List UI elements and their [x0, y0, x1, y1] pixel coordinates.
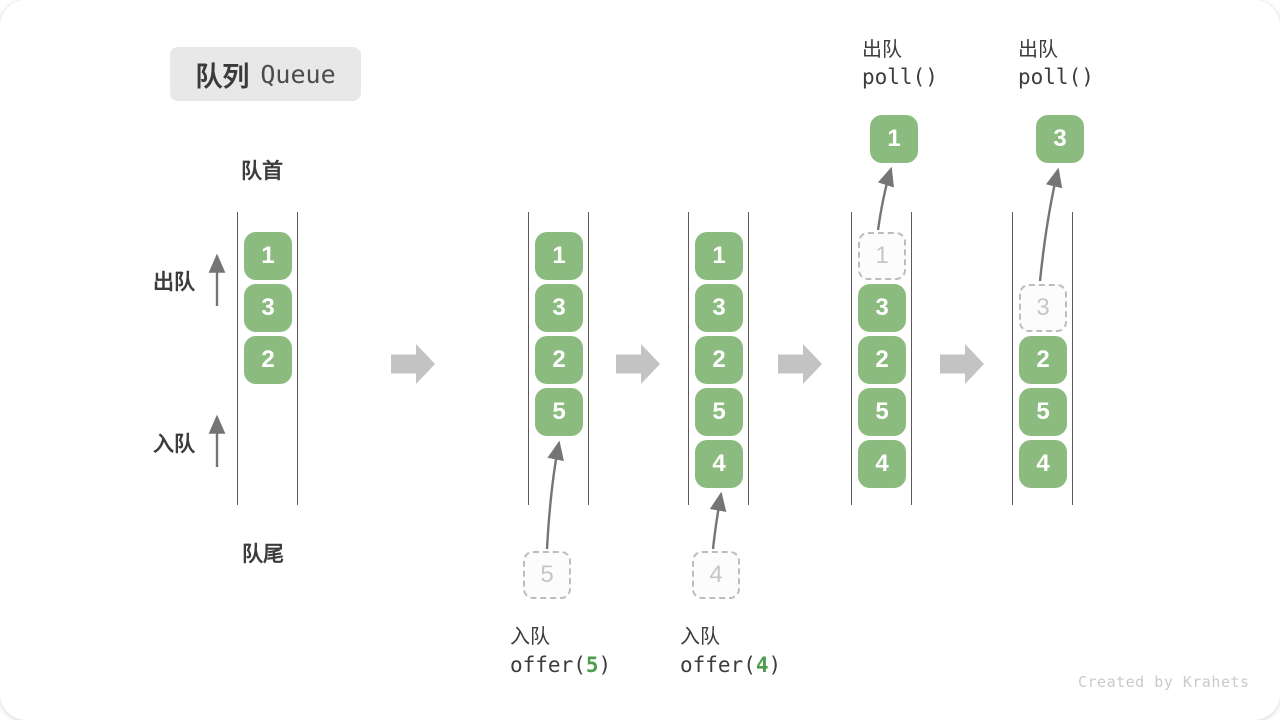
offer5-action-label: 入队	[510, 626, 550, 648]
queue-cell: 2	[244, 336, 292, 384]
offer4-action-label: 入队	[680, 626, 720, 648]
transition-arrow-icon	[391, 344, 435, 384]
queue-cell: 2	[695, 336, 743, 384]
title-zh: 队列	[195, 61, 250, 92]
queue-cell: 4	[858, 440, 906, 488]
queue-cell: 2	[1019, 336, 1067, 384]
queue-cell: 2	[535, 336, 583, 384]
queue-cell: 1	[244, 232, 292, 280]
queue-cell: 1	[535, 232, 583, 280]
queue-cell: 5	[858, 388, 906, 436]
transition-arrow-icon	[940, 344, 984, 384]
transition-arrow-icon	[778, 344, 822, 384]
code-arg: 4	[755, 653, 769, 677]
poll1-action-label: 出队	[862, 39, 902, 61]
queue-cell: 3	[535, 284, 583, 332]
offer4-code-label: offer(4)	[680, 653, 781, 677]
poll2-action-label: 出队	[1018, 39, 1058, 61]
label-queue-front: 队首	[241, 160, 283, 183]
queue-cell: 4	[695, 440, 743, 488]
queue-cell: 2	[858, 336, 906, 384]
queue-cell: 3	[244, 284, 292, 332]
queue-state-4-walls	[851, 212, 912, 505]
queue-cell: 5	[1019, 388, 1067, 436]
queue-state-5-walls	[1012, 212, 1073, 505]
removed-ghost-cell: 3	[1019, 284, 1067, 332]
popped-cell: 3	[1036, 115, 1084, 163]
watermark-credit: Created by Krahets	[1078, 673, 1250, 691]
code-text: )	[598, 653, 612, 677]
label-enqueue-side: 入队	[153, 433, 195, 456]
popped-cell: 1	[870, 115, 918, 163]
queue-state-1-walls	[237, 212, 298, 505]
queue-cell: 3	[858, 284, 906, 332]
title-en: Queue	[260, 59, 336, 89]
queue-cell: 5	[535, 388, 583, 436]
offer5-code-label: offer(5)	[510, 653, 611, 677]
transition-arrow-icon	[616, 344, 660, 384]
code-arg: 5	[585, 653, 599, 677]
label-dequeue-side: 出队	[153, 271, 195, 294]
queue-state-2-walls	[528, 212, 589, 505]
title-box: 队列 Queue	[170, 47, 361, 101]
code-text: )	[768, 653, 782, 677]
queue-cell: 4	[1019, 440, 1067, 488]
code-text: offer(	[680, 653, 756, 677]
poll2-code-label: poll()	[1018, 65, 1094, 89]
incoming-cell: 5	[523, 551, 571, 599]
queue-cell: 5	[695, 388, 743, 436]
queue-cell: 1	[695, 232, 743, 280]
code-text: offer(	[510, 653, 586, 677]
queue-state-3-walls	[688, 212, 749, 505]
poll1-code-label: poll()	[862, 65, 938, 89]
removed-ghost-cell: 1	[858, 232, 906, 280]
label-queue-rear: 队尾	[242, 543, 284, 566]
queue-cell: 3	[695, 284, 743, 332]
incoming-cell: 4	[692, 551, 740, 599]
